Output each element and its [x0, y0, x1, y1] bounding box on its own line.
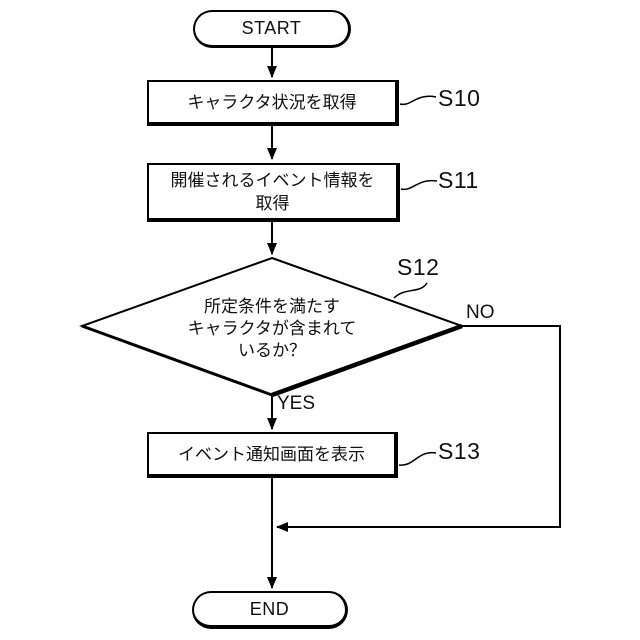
process-s13: イベント通知画面を表示: [147, 432, 398, 478]
ref-connector-s12: [393, 282, 428, 299]
step-id-s10: S10: [438, 85, 481, 111]
process-s11: 開催されるイベント情報を 取得: [147, 163, 400, 222]
ref-connector-s13: [398, 451, 437, 466]
step-id-s11: S11: [438, 167, 479, 193]
ref-connector-s10: [399, 95, 437, 106]
decision-s12-text: 所定条件を満たす キャラクタが含まれて いるか？: [152, 296, 392, 362]
process-s13-label: イベント通知画面を表示: [178, 444, 365, 464]
start-label: START: [241, 18, 302, 38]
process-s10-label: キャラクタ状況を取得: [187, 92, 357, 112]
branch-label-yes: YES: [277, 393, 316, 414]
end-terminal: END: [192, 591, 348, 629]
step-id-s13: S13: [438, 438, 481, 464]
decision-s12-line1: 所定条件を満たす: [204, 297, 340, 316]
diamond-shadow-edge-left: [81, 324, 273, 397]
start-terminal: START: [193, 10, 351, 48]
process-s11-label-line1: 開催されるイベント情報を: [170, 170, 375, 190]
arrow-no-branch: [276, 325, 561, 532]
diamond-shadow-edge-right: [271, 323, 463, 398]
decision-s12-line3: いるか？: [238, 341, 306, 360]
decision-s12-line2: キャラクタが含まれて: [187, 319, 357, 338]
step-id-s12: S12: [397, 254, 440, 280]
branch-label-no: NO: [466, 302, 495, 323]
process-s10: キャラクタ状況を取得: [147, 80, 399, 126]
ref-connector-s11: [400, 179, 438, 191]
end-label: END: [249, 598, 290, 619]
process-s11-label-line2: 取得: [255, 193, 290, 213]
